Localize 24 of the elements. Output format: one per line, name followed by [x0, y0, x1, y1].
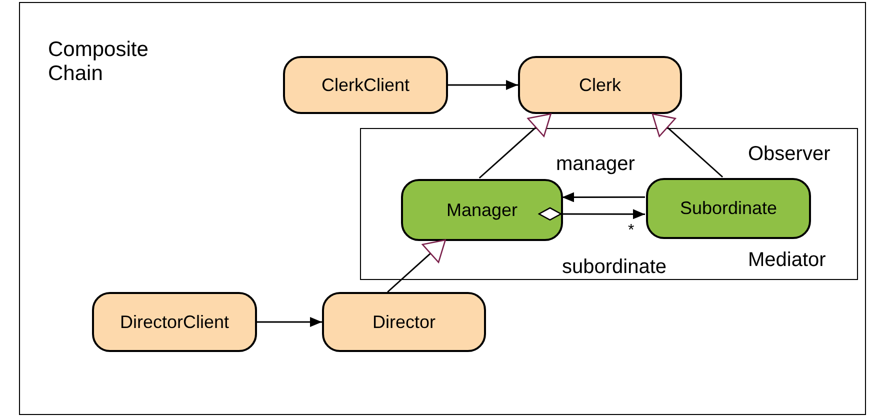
class-name: Director [372, 312, 436, 332]
class-box [401, 179, 563, 241]
class-name: DirectorClient [120, 312, 230, 332]
arrow [562, 192, 645, 202]
pattern-frame [360, 128, 858, 280]
class-name: ClerkClient [321, 74, 410, 96]
pattern-name: Mediator [748, 249, 826, 272]
class-box [518, 56, 682, 114]
pattern-name: Observer [748, 143, 830, 166]
class-name: Manager [446, 200, 518, 220]
class-name: Subordinate [680, 198, 778, 219]
arrow [257, 317, 322, 327]
class-box [322, 292, 486, 352]
generalization-arrow [478, 113, 552, 179]
class-box [92, 292, 257, 352]
generalization-arrow [652, 113, 724, 178]
arrow [538, 207, 645, 221]
generalization-arrow [387, 239, 446, 293]
diagram-title: Composite Chain [48, 38, 150, 86]
multiplicity-label: * [628, 222, 634, 240]
arrow [448, 80, 518, 90]
class-name: Clerk [578, 74, 621, 96]
class-box [283, 56, 448, 114]
class-box [646, 178, 811, 239]
